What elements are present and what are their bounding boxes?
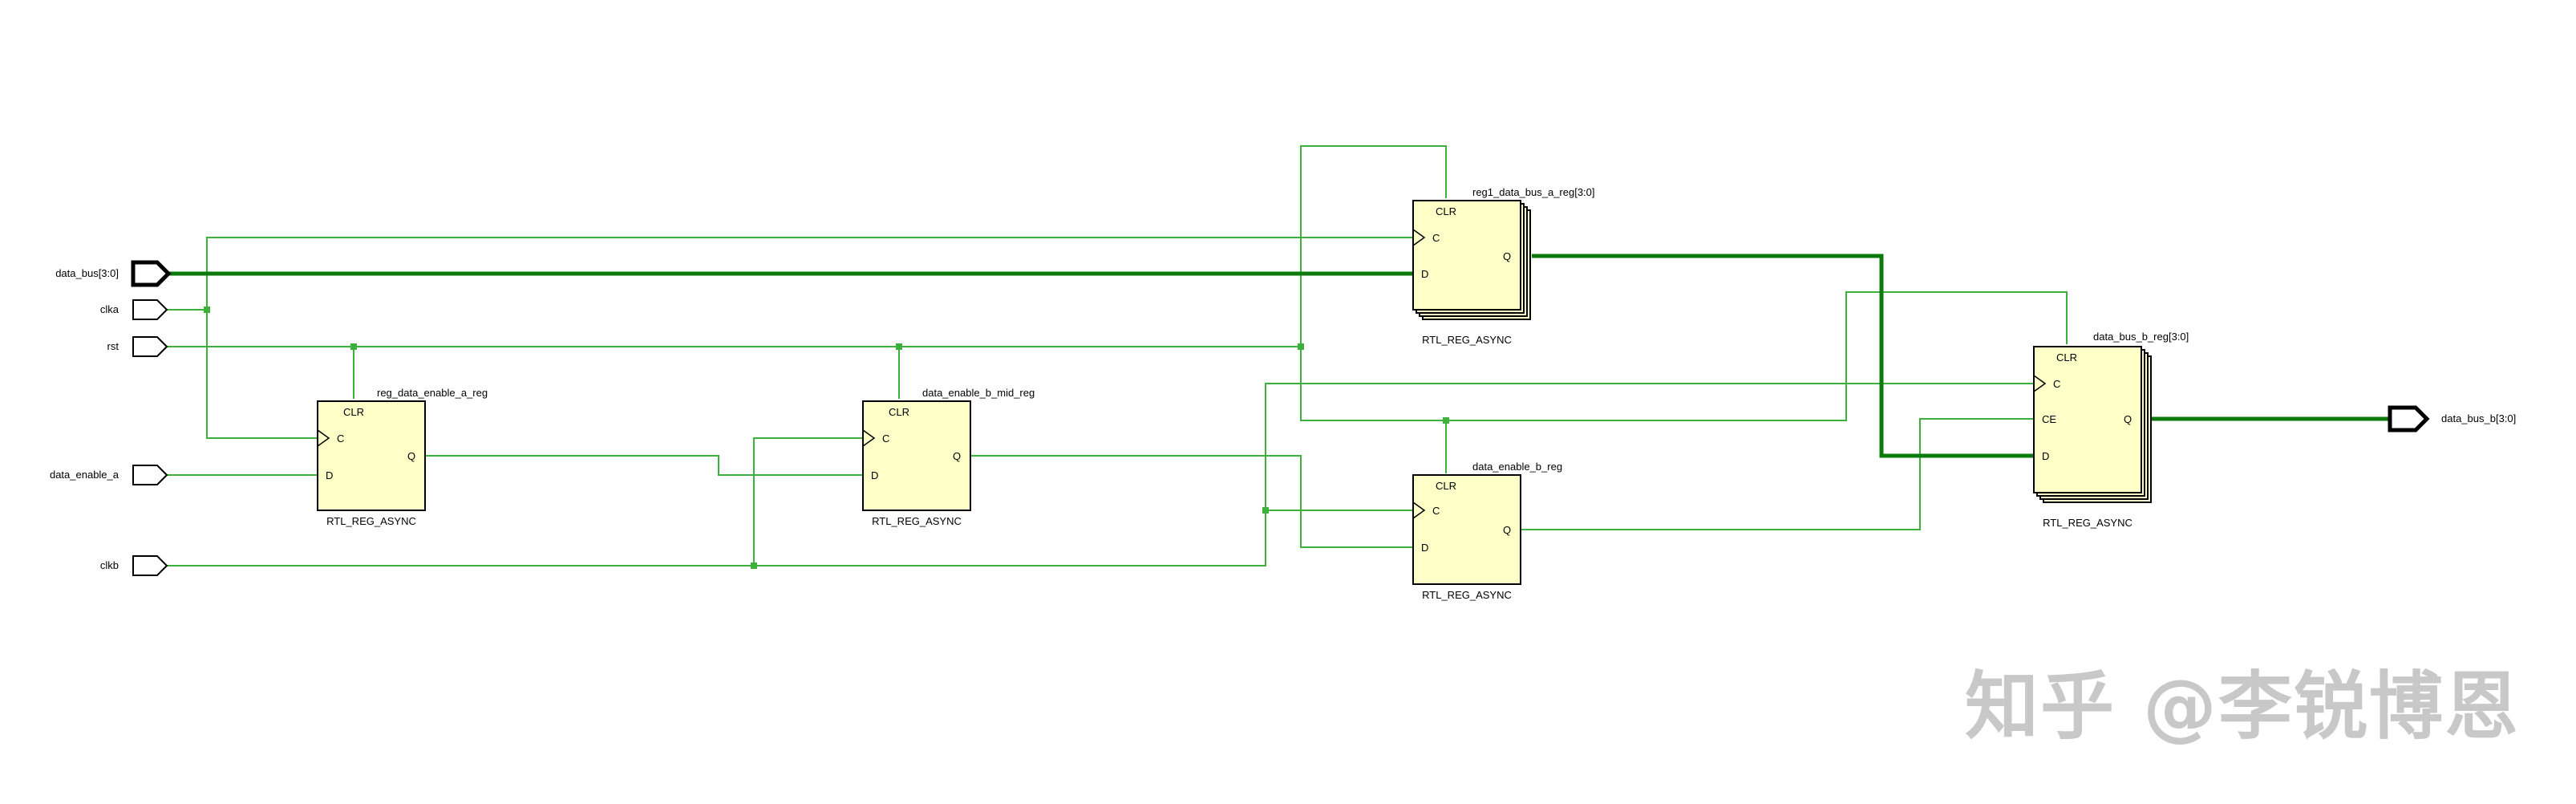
register-type: RTL_REG_ASYNC	[2043, 517, 2132, 529]
register-name: data_enable_b_reg	[1472, 461, 1562, 473]
pin-ce: CE	[2042, 413, 2056, 425]
pin-clr: CLR	[2056, 351, 2077, 363]
pin-d: D	[326, 469, 333, 481]
port-data-bus[interactable]: data_bus[3:0]	[55, 260, 172, 287]
register-name: data_enable_b_mid_reg	[922, 387, 1035, 399]
pin-c: C	[882, 432, 889, 445]
register-name: reg_data_enable_a_reg	[377, 387, 488, 399]
register-type: RTL_REG_ASYNC	[1422, 334, 1512, 346]
port-data-bus-b[interactable]: data_bus_b[3:0]	[2388, 405, 2516, 432]
port-clkb-label: clkb	[100, 559, 119, 571]
clock-edge-icon	[2033, 375, 2047, 392]
port-clkb[interactable]: clkb	[100, 555, 168, 576]
port-rst[interactable]: rst	[107, 336, 168, 357]
clock-edge-icon	[317, 429, 330, 447]
output-ports: data_bus_b[3:0]	[2388, 405, 2516, 432]
junction-dot	[1443, 417, 1449, 424]
junctions	[204, 307, 1449, 569]
pin-q: Q	[2124, 413, 2132, 425]
pin-clr: CLR	[889, 406, 909, 418]
pin-q: Q	[407, 450, 415, 462]
port-data-enable-a[interactable]: data_enable_a	[50, 465, 168, 485]
register-data-enable-b-mid[interactable]: data_enable_b_mid_reg CLR C D Q RTL_REG_…	[862, 387, 1035, 527]
pin-d: D	[2042, 450, 2049, 462]
port-data-bus-label: data_bus[3:0]	[55, 267, 119, 279]
wire-enable-b-q[interactable]	[1521, 418, 2034, 530]
pin-d: D	[1421, 542, 1428, 554]
junction-dot	[204, 307, 210, 313]
junction-dot	[350, 343, 357, 350]
register-type: RTL_REG_ASYNC	[1422, 589, 1512, 601]
input-ports: data_bus[3:0] clka rst data_enable_a clk…	[50, 260, 172, 576]
junction-dot	[1262, 507, 1269, 514]
clock-edge-icon	[1412, 229, 1426, 246]
port-data-enable-a-label: data_enable_a	[50, 469, 119, 481]
wires	[167, 145, 2068, 566]
junction-dot	[896, 343, 902, 350]
clock-edge-icon	[1412, 501, 1426, 519]
junction-dot	[1298, 343, 1304, 350]
pin-clr: CLR	[1436, 480, 1456, 492]
pin-d: D	[871, 469, 878, 481]
bus-wires	[168, 254, 2390, 458]
wire-clkb[interactable]	[167, 383, 2034, 566]
wire-clka-branch[interactable]	[206, 310, 318, 439]
register-reg1-data-bus-a[interactable]: reg1_data_bus_a_reg[3:0] CLR C D Q RTL_R…	[1412, 186, 1595, 346]
wire-clkb-mid[interactable]	[753, 437, 863, 566]
pin-q: Q	[1503, 524, 1511, 536]
register-data-enable-b[interactable]: data_enable_b_reg CLR C D Q RTL_REG_ASYN…	[1412, 461, 1562, 601]
pin-d: D	[1421, 268, 1428, 280]
junction-dot	[751, 562, 757, 569]
register-reg-data-enable-a[interactable]: reg_data_enable_a_reg CLR C D Q RTL_REG_…	[317, 387, 488, 527]
register-data-bus-b[interactable]: data_bus_b_reg[3:0] CLR C CE D Q RTL_REG…	[2033, 331, 2189, 529]
port-rst-label: rst	[107, 340, 119, 352]
clock-edge-icon	[862, 429, 876, 447]
watermark: 知乎 @李锐博恩	[1965, 664, 2520, 749]
port-clka-label: clka	[100, 303, 119, 315]
pin-c: C	[2053, 378, 2060, 390]
wire-rst-right[interactable]	[1446, 291, 2068, 421]
register-type: RTL_REG_ASYNC	[872, 515, 962, 527]
pin-c: C	[337, 432, 344, 445]
port-data-bus-b-label: data_bus_b[3:0]	[2441, 412, 2516, 424]
register-type: RTL_REG_ASYNC	[326, 515, 416, 527]
register-name: data_bus_b_reg[3:0]	[2093, 331, 2189, 343]
register-name: reg1_data_bus_a_reg[3:0]	[1472, 186, 1595, 198]
pin-clr: CLR	[343, 406, 364, 418]
wire-rst-up[interactable]	[1300, 145, 1447, 347]
pin-q: Q	[953, 450, 961, 462]
wire-mid-q[interactable]	[970, 455, 1413, 548]
pin-q: Q	[1503, 250, 1511, 262]
port-clka[interactable]: clka	[100, 299, 168, 320]
wire-rst-down[interactable]	[1300, 347, 1447, 473]
pin-clr: CLR	[1436, 205, 1456, 217]
pin-c: C	[1432, 232, 1440, 244]
pin-c: C	[1432, 505, 1440, 517]
bus-reg1-q[interactable]	[1532, 254, 2034, 458]
wire-enable-a-q[interactable]	[425, 455, 863, 476]
